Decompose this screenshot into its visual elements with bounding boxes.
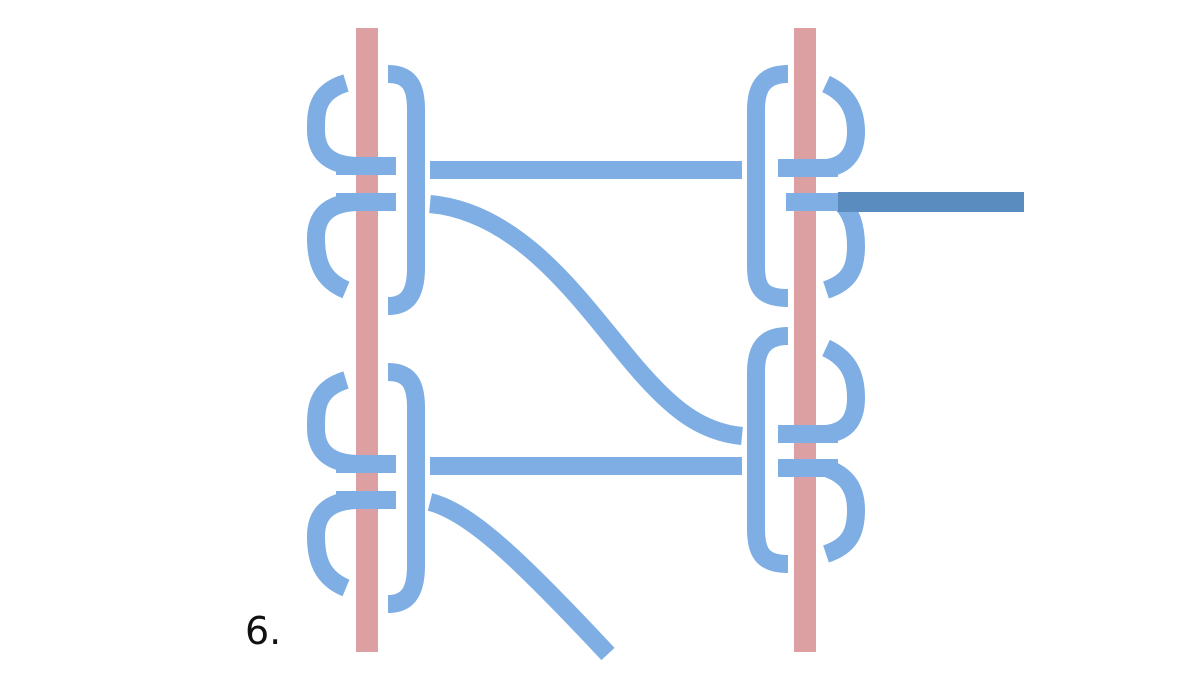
right-post: [794, 28, 816, 652]
left-lower-inner-loop: [387, 363, 425, 613]
left-upper-outer-bottom-loop: [306, 193, 361, 299]
left-post-loops-back: [306, 74, 361, 597]
left-post: [356, 28, 378, 652]
right-post-inner-loops: [747, 65, 789, 573]
loose-end-strand: [427, 493, 615, 661]
right-upper-inner-loop: [747, 65, 789, 307]
left-lower-outer-top-loop: [306, 371, 361, 473]
right-lower-inner-loop: [747, 327, 789, 573]
right-upper-outer-bottom-loop: [822, 195, 866, 299]
working-end-strand: [838, 192, 1024, 212]
left-post-crossings: [336, 65, 425, 613]
left-lower-outer-bottom-loop: [306, 491, 361, 597]
right-lower-outer-bottom-loop: [822, 459, 866, 563]
diagonal-strand: [428, 195, 744, 445]
right-post-outer-loops: [821, 75, 866, 563]
left-upper-inner-loop: [387, 65, 425, 315]
connecting-strands: [427, 161, 744, 661]
right-upper-outer-top-loop: [821, 75, 866, 177]
left-upper-outer-top-loop: [306, 74, 361, 175]
step-number-label: 6.: [245, 609, 282, 653]
right-lower-outer-top-loop: [821, 339, 866, 443]
